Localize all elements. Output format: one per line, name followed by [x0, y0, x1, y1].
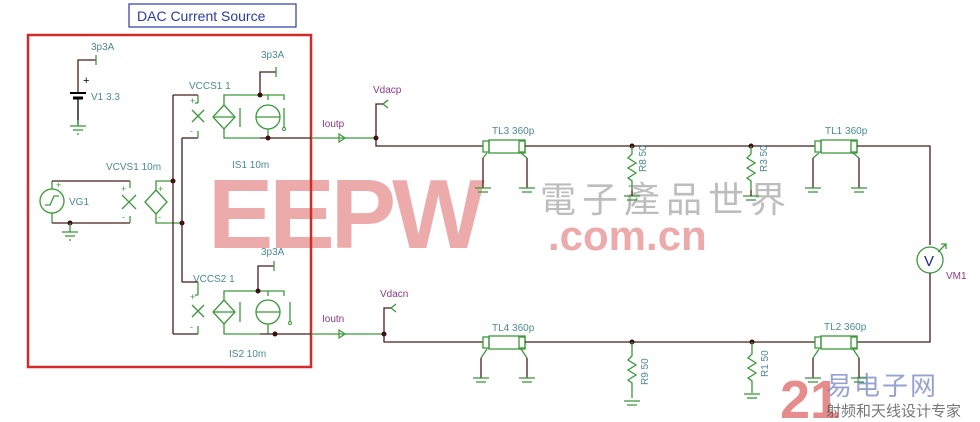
ground-icon [624, 190, 640, 201]
signal-generator-vg1[interactable]: + VG1 [39, 180, 130, 241]
voltmeter-icon: V [924, 253, 934, 270]
r8-label: R8 50 [638, 145, 649, 172]
port-arrow-icon [338, 328, 347, 340]
voltmeter-vm1[interactable]: V VM1 [916, 243, 967, 282]
svg-text:+: + [190, 292, 195, 302]
ground-icon [70, 120, 86, 135]
21ic-subtitle: 射频和天线设计专家 [826, 402, 961, 420]
diagram-title: DAC Current Source [137, 8, 266, 24]
tl2[interactable]: TL2 360p [805, 322, 867, 383]
ground-icon [473, 377, 489, 383]
svg-text:+: + [56, 180, 61, 190]
ground-icon [744, 393, 760, 399]
21ic-number: 21 [780, 370, 840, 422]
right-wire-top [857, 145, 931, 245]
step-waveform-icon [45, 195, 59, 206]
ioutp-label: Ioutp [322, 119, 345, 130]
is1[interactable]: 3p3A IS1 10m [232, 50, 311, 171]
tl2-label: TL2 360p [824, 322, 867, 333]
vdacp-label: Vdacp [373, 85, 402, 96]
eepw-domain-text: .com.cn [548, 212, 707, 259]
ground-icon [519, 377, 535, 383]
ground-icon [851, 187, 867, 193]
svg-text:+: + [158, 184, 163, 194]
vm1-label: VM1 [946, 271, 967, 282]
21ic-chinese-text: 易电子网 [826, 372, 938, 402]
ground-icon [743, 190, 759, 201]
port-arrow-icon [338, 132, 347, 144]
ground-icon [805, 377, 821, 383]
vccs1[interactable]: VCCS1 1 + - [173, 81, 285, 139]
tl4-label: TL4 360p [492, 323, 535, 334]
tl3-label: TL3 360p [492, 126, 535, 137]
r3-label: R3 50 [759, 145, 770, 172]
ground-icon [519, 187, 535, 193]
ioutn-label: Ioutn [322, 314, 344, 325]
ground-icon [475, 187, 491, 193]
ground-icon [624, 400, 640, 406]
r1-label: R1 50 [760, 350, 771, 377]
right-wire-bottom [857, 273, 931, 343]
ground-icon [62, 223, 78, 241]
vccs2[interactable]: VCCS2 1 + - [172, 274, 285, 335]
is2-label: IS2 10m [229, 349, 266, 360]
dac-block-border [26, 33, 313, 369]
title-box: DAC Current Source [128, 3, 297, 28]
svg-text:-: - [158, 212, 161, 222]
svg-text:-: - [122, 212, 125, 222]
tl3[interactable]: TL3 360p [475, 126, 535, 193]
is2[interactable]: 3p3A IS2 10m [229, 247, 311, 360]
vg1-label: VG1 [69, 197, 89, 208]
21ic-watermark: 21 易电子网 射频和天线设计专家 [780, 370, 961, 422]
vcvs1-label: VCVS1 10m [106, 162, 161, 173]
svg-text:+: + [190, 96, 195, 106]
resistor-r8[interactable]: R8 50 [624, 143, 649, 201]
svg-text:+: + [121, 184, 126, 194]
vccs1-rail-label: 3p3A [261, 50, 285, 61]
v1-plus: + [83, 75, 89, 87]
eepw-chinese-text: 電子產品世界 [540, 180, 792, 221]
svg-text:-: - [190, 126, 193, 136]
eepw-logo-text: EEPW [208, 159, 485, 269]
resistor-r1[interactable]: R1 50 [744, 339, 771, 399]
v1-label: V1 3.3 [91, 92, 120, 103]
eepw-watermark: EEPW 電子產品世界 .com.cn [208, 159, 792, 269]
vdacn-label: Vdacn [380, 289, 408, 300]
tl1[interactable]: TL1 360p [805, 126, 868, 193]
tl1-label: TL1 360p [825, 126, 868, 137]
svg-text:-: - [190, 322, 193, 332]
tl4[interactable]: TL4 360p [473, 323, 535, 383]
r9-label: R9 50 [640, 358, 651, 385]
ground-icon [805, 187, 821, 193]
vccs2-label: VCCS2 1 [193, 274, 235, 285]
net-ioutp[interactable]: Ioutp Vdacp [311, 85, 483, 147]
v1-rail-label: 3p3A [91, 42, 115, 53]
vccs2-rail-label: 3p3A [261, 247, 285, 258]
net-ioutn[interactable]: Ioutn Vdacn [311, 289, 483, 343]
vccs1-label: VCCS1 1 [189, 81, 231, 92]
resistor-r3[interactable]: R3 50 [743, 143, 770, 201]
battery-v1[interactable]: 3p3A + V1 3.3 [70, 42, 120, 135]
ground-icon [851, 377, 867, 383]
resistor-r9[interactable]: R9 50 [624, 339, 651, 406]
is1-label: IS1 10m [232, 160, 269, 171]
